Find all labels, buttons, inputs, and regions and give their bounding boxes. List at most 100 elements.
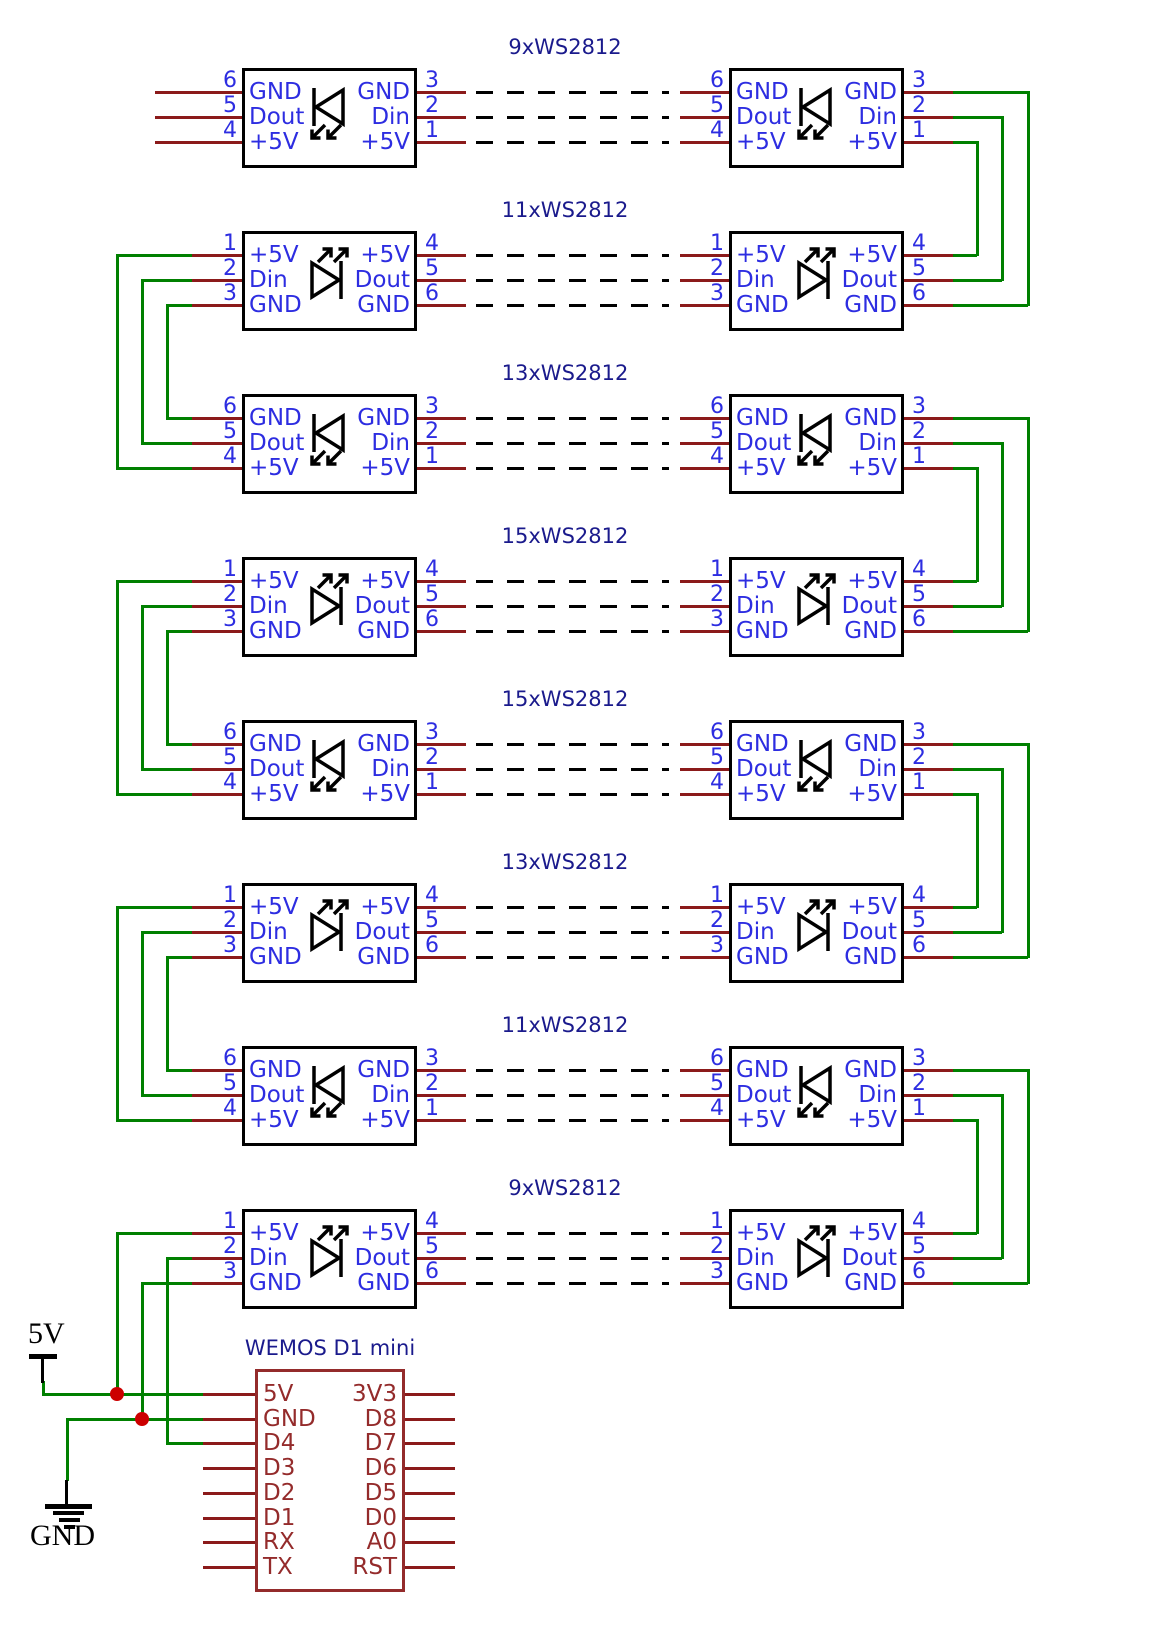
pin-stub: [417, 793, 466, 796]
pin-number: 3: [912, 68, 926, 93]
wemos-pin-label: D3: [263, 1455, 296, 1481]
pin-label: +5V: [847, 568, 897, 594]
pin-stub: [192, 768, 242, 771]
pin-label: GND: [357, 292, 410, 318]
pin-number: 3: [710, 1259, 724, 1284]
pin-label: +5V: [360, 242, 410, 268]
wire-segment: [1027, 417, 1030, 632]
wire-segment: [141, 1094, 195, 1097]
wemos-pin-label: 5V: [263, 1381, 294, 1407]
pin-stub: [192, 1119, 242, 1122]
pin-stub: [405, 1393, 455, 1396]
pin-label: +5V: [847, 1107, 897, 1133]
pin-label: GND: [736, 618, 789, 644]
pin-stub: [192, 1094, 242, 1097]
pin-number: 1: [710, 883, 724, 908]
pin-number: 4: [912, 557, 926, 582]
pin-number: 2: [425, 1071, 439, 1096]
led-symbol: [297, 1062, 361, 1128]
pin-number: 2: [710, 1234, 724, 1259]
wire-segment: [166, 1069, 195, 1072]
bus-continuation-dashes: [476, 768, 669, 771]
pin-stub: [904, 1282, 953, 1285]
pin-stub: [417, 304, 466, 307]
pin-number: 6: [425, 1259, 439, 1284]
pin-label: GND: [736, 79, 789, 105]
pin-label: +5V: [249, 1220, 299, 1246]
pin-label: +5V: [736, 1107, 786, 1133]
wire-segment: [950, 1257, 1002, 1260]
pin-number: 3: [710, 281, 724, 306]
pin-number: 2: [425, 93, 439, 118]
pin-number: 6: [912, 1259, 926, 1284]
pin-label: Din: [858, 430, 897, 456]
pin-label: +5V: [736, 781, 786, 807]
pin-stub: [417, 1069, 466, 1072]
pin-label: +5V: [249, 129, 299, 155]
pin-number: 3: [912, 394, 926, 419]
pin-stub: [192, 906, 242, 909]
pin-number: 5: [912, 908, 926, 933]
pin-number: 3: [425, 68, 439, 93]
bus-continuation-dashes: [476, 304, 669, 307]
pin-number: 5: [425, 582, 439, 607]
pin-label: GND: [357, 1057, 410, 1083]
pin-stub: [680, 768, 729, 771]
wire-segment: [950, 1232, 977, 1235]
wire-segment: [950, 442, 1002, 445]
pin-stub: [192, 1257, 242, 1260]
pin-stub: [904, 254, 953, 257]
wire-segment: [950, 304, 1028, 307]
pin-stub: [680, 141, 729, 144]
pin-number: 1: [425, 1096, 439, 1121]
pin-stub: [904, 630, 953, 633]
pin-number: 4: [223, 770, 237, 795]
pin-stub: [192, 1232, 242, 1235]
pin-stub: [680, 417, 729, 420]
pin-number: 1: [223, 557, 237, 582]
pin-label: GND: [736, 292, 789, 318]
pin-label: +5V: [736, 568, 786, 594]
bus-continuation-dashes: [476, 1119, 669, 1122]
pin-number: 5: [223, 93, 237, 118]
pin-stub: [405, 1517, 455, 1520]
pin-label: GND: [249, 1057, 302, 1083]
pin-number: 1: [912, 444, 926, 469]
bus-continuation-dashes: [476, 442, 669, 445]
wire-segment: [141, 605, 195, 608]
wire-segment: [1001, 116, 1004, 281]
pin-label: GND: [249, 618, 302, 644]
pin-stub: [904, 956, 953, 959]
wire-segment: [116, 254, 119, 469]
pin-number: 3: [710, 933, 724, 958]
pin-label: GND: [844, 944, 897, 970]
ground-symbol-bar: [64, 1525, 75, 1529]
pin-label: +5V: [736, 455, 786, 481]
wire-segment: [950, 1094, 1002, 1097]
pin-number: 5: [710, 419, 724, 444]
pin-stub: [680, 91, 729, 94]
wire-segment: [42, 1381, 45, 1395]
pin-stub: [192, 467, 242, 470]
ground-symbol-bar: [53, 1511, 84, 1515]
pin-label: +5V: [360, 894, 410, 920]
wire-segment: [950, 141, 977, 144]
pin-stub: [417, 91, 466, 94]
ground-stem: [65, 1480, 68, 1506]
pin-number: 6: [912, 281, 926, 306]
wire-segment: [141, 1282, 195, 1285]
bus-continuation-dashes: [476, 793, 669, 796]
pin-stub: [904, 1232, 953, 1235]
led-box-7-right: [729, 1046, 904, 1146]
pin-number: 1: [912, 118, 926, 143]
wire-segment: [66, 1418, 203, 1421]
pin-label: GND: [736, 405, 789, 431]
pin-label: Dout: [249, 104, 305, 130]
pin-stub: [417, 417, 466, 420]
pin-stub: [192, 931, 242, 934]
wemos-pin-label: TX: [263, 1554, 293, 1580]
led-box-1-left: [242, 68, 417, 168]
led-box-5-left: [242, 720, 417, 820]
pin-stub: [417, 605, 466, 608]
wemos-pin-label: D6: [364, 1455, 397, 1481]
